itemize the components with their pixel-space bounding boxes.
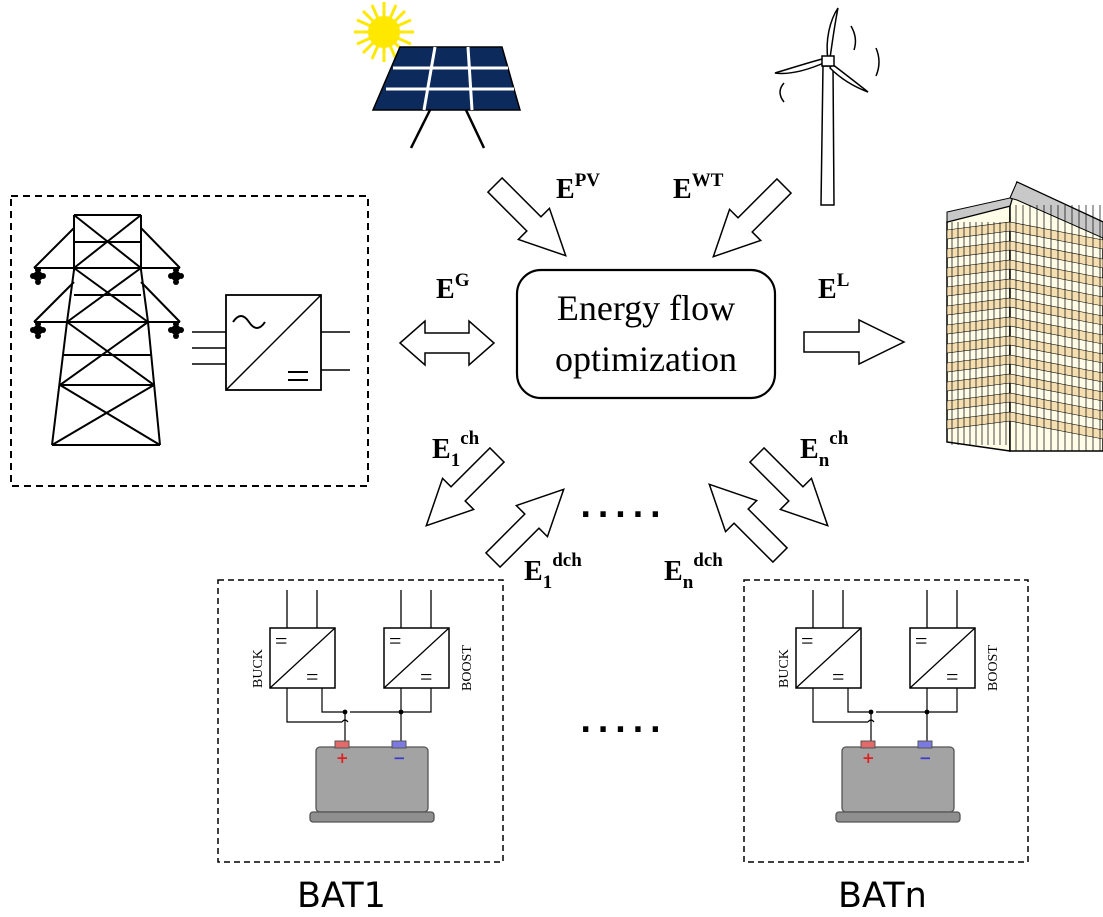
boost-eq-top-1: = xyxy=(389,628,401,653)
office-building-icon xyxy=(946,180,1103,452)
plus-terminal-n: + xyxy=(862,749,875,767)
buck-label-1: BUCK xyxy=(251,649,266,688)
wind-turbine-icon xyxy=(774,7,880,206)
ac-dc-converter-icon xyxy=(192,294,350,391)
buck-eq-top-1: = xyxy=(275,628,287,653)
center-box-line1: Energy flow xyxy=(557,288,735,328)
label-wind: EWT xyxy=(673,170,724,205)
label-pv: EPV xyxy=(556,170,600,205)
label-grid: EG xyxy=(436,270,470,305)
insulator-icons xyxy=(30,267,184,339)
minus-terminal-1: − xyxy=(393,749,406,767)
buck-eq-bot-n: = xyxy=(832,664,844,689)
sun-icon xyxy=(354,2,414,62)
boost-eq-bot-n: = xyxy=(946,664,958,689)
center-box-line2: optimization xyxy=(555,339,737,379)
boost-eq-top-n: = xyxy=(915,628,927,653)
battery-label-last: BATn xyxy=(838,876,927,916)
energy-flow-optimization-box xyxy=(515,268,777,400)
grid-arrow xyxy=(399,320,495,366)
ellipsis-lower: ..... xyxy=(580,705,667,740)
buck-eq-bot-1: = xyxy=(306,664,318,689)
label-bat1-charge: E1ch xyxy=(432,428,480,471)
label-load: EL xyxy=(818,270,849,305)
boost-label-n: BOOST xyxy=(986,645,1001,691)
minus-terminal-n: − xyxy=(919,749,932,767)
boost-eq-bot-1: = xyxy=(420,664,432,689)
bat1-charge-arrow xyxy=(409,438,514,543)
solar-panel-icon xyxy=(371,46,521,149)
label-batn-discharge: Endch xyxy=(664,550,723,593)
battery-unit-1: = = = = BUCK BOOST + − xyxy=(217,579,504,863)
battery-unit-n: = = = = BUCK BOOST + − xyxy=(743,579,1029,863)
buck-eq-top-n: = xyxy=(801,628,813,653)
battery-label-first: BAT1 xyxy=(297,876,386,916)
buck-label-n: BUCK xyxy=(777,649,792,688)
battery-icon xyxy=(795,589,976,823)
battery-icon xyxy=(269,589,450,823)
label-batn-charge: Ench xyxy=(800,428,849,471)
plus-terminal-1: + xyxy=(336,749,349,767)
load-arrow xyxy=(803,319,905,365)
boost-label-1: BOOST xyxy=(460,645,475,691)
ellipsis-upper: ..... xyxy=(580,490,667,525)
transmission-tower-icon xyxy=(33,214,181,446)
label-bat1-discharge: E1dch xyxy=(524,550,582,593)
